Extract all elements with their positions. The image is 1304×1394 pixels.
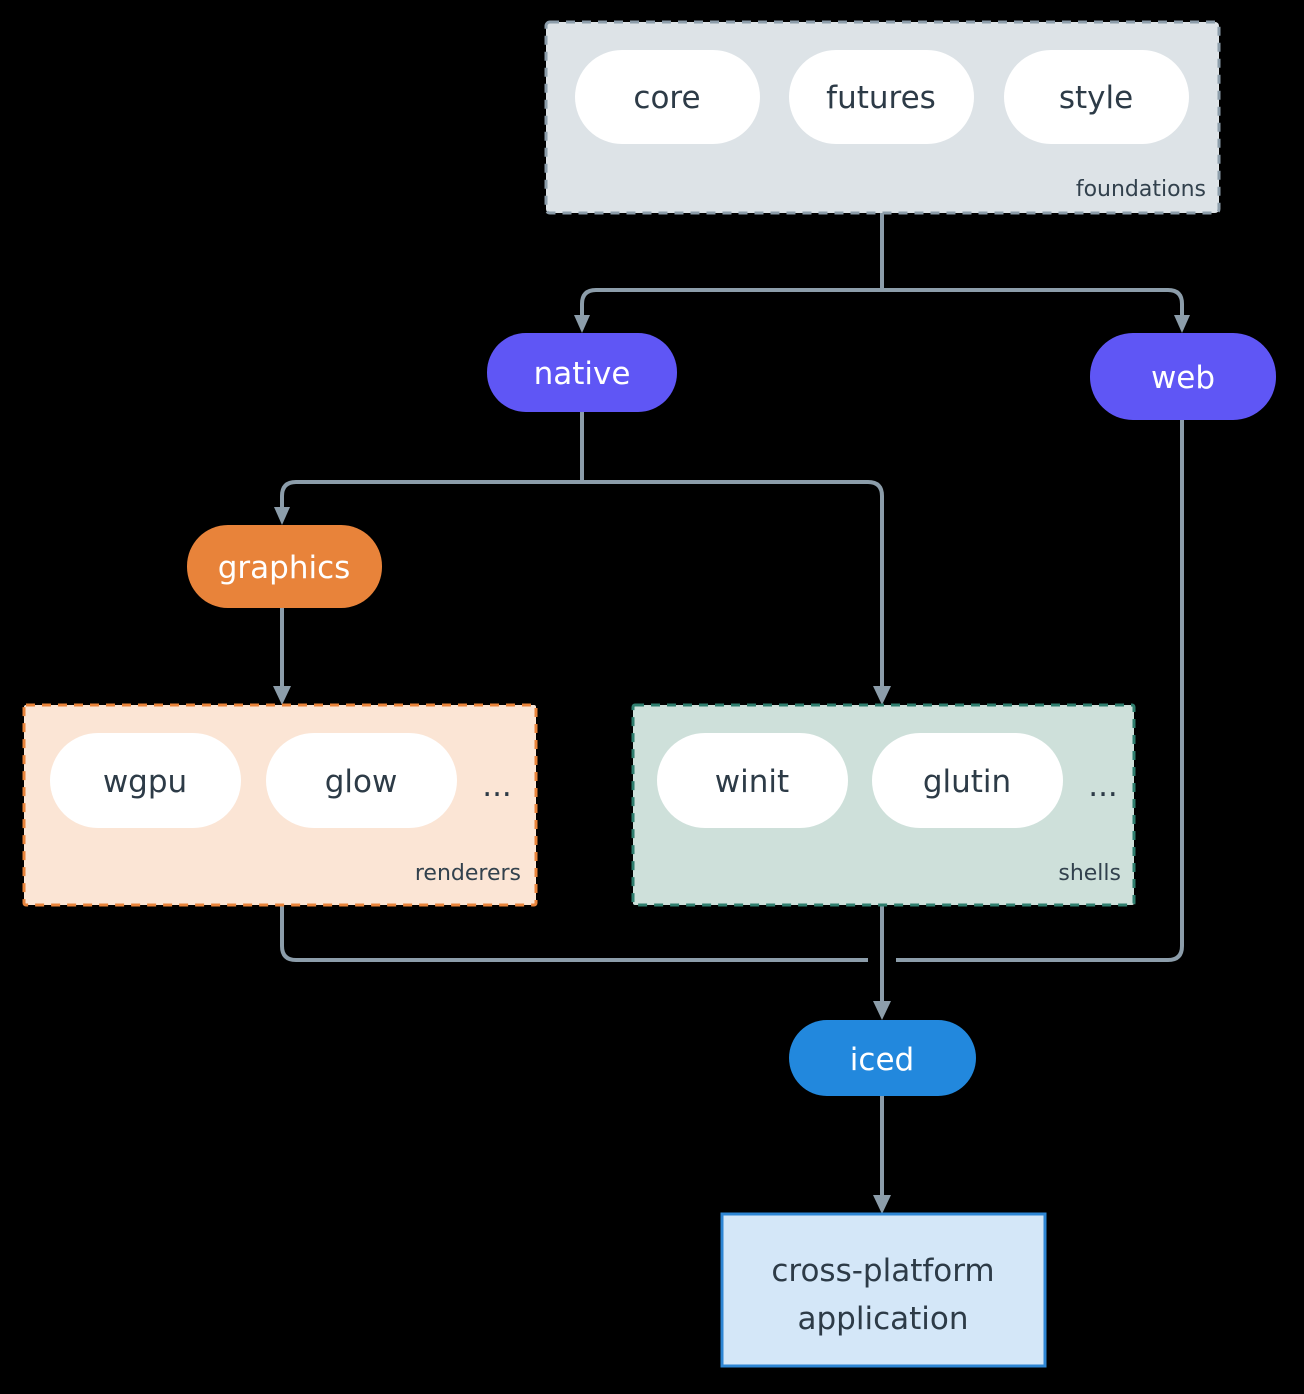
group-label-foundations: foundations (1076, 177, 1206, 202)
member-label-wgpu: wgpu (103, 764, 187, 800)
node-graphics[interactable]: graphics (187, 525, 382, 608)
arrowhead-iced (873, 1001, 891, 1020)
arrowhead-web (1174, 315, 1190, 333)
member-ellipsis-renderers: ... (482, 768, 512, 804)
group-label-renderers: renderers (415, 861, 521, 886)
node-native-shape[interactable] (487, 333, 677, 412)
node-label-graphics: graphics (218, 550, 351, 586)
node-label-native: native (534, 356, 631, 392)
member-pill-futures[interactable] (789, 50, 974, 144)
member-label-glutin: glutin (923, 764, 1011, 800)
member-ellipsis-shells: ... (1088, 768, 1118, 804)
arrowhead-graphics (274, 507, 290, 525)
application-box-shape[interactable] (720, 1212, 1047, 1368)
node-label-web: web (1151, 360, 1215, 396)
member-label-core: core (633, 80, 700, 116)
arrowhead-native (574, 315, 590, 333)
edge-web-to-merge (896, 420, 1184, 962)
member-pill-style[interactable] (1004, 50, 1189, 144)
member-pill-wgpu[interactable] (50, 733, 241, 828)
application-box-line1: cross-platform (771, 1253, 994, 1289)
arrowhead-shells (873, 686, 891, 705)
edge-native-to-shells (582, 480, 884, 692)
group-foundations: core futures style foundations (544, 20, 1221, 215)
member-label-winit: winit (715, 764, 789, 800)
edge-foundations-to-web (882, 288, 1184, 322)
edge-native-to-graphics (280, 480, 582, 514)
arrowhead-application (873, 1195, 891, 1214)
application-box-line2: application (798, 1301, 969, 1337)
node-native[interactable]: native (487, 333, 677, 412)
member-label-style: style (1059, 80, 1133, 116)
member-label-glow: glow (325, 764, 398, 800)
member-pill-winit[interactable] (657, 733, 848, 828)
edge-foundations-to-native (580, 288, 882, 322)
node-web[interactable]: web (1090, 333, 1276, 420)
arrowhead-renderers (273, 686, 291, 705)
node-label-iced: iced (850, 1042, 914, 1078)
member-pill-glutin[interactable] (872, 733, 1063, 828)
group-label-shells: shells (1058, 861, 1121, 886)
group-renderers: wgpu glow ... renderers (22, 703, 538, 907)
node-web-shape[interactable] (1090, 333, 1276, 420)
edge-layer (273, 213, 1190, 1214)
node-iced-shape[interactable] (789, 1020, 976, 1096)
node-cross-platform-application[interactable]: cross-platform application (720, 1212, 1047, 1368)
edge-renderers-to-merge (280, 905, 868, 962)
member-pill-core[interactable] (575, 50, 760, 144)
member-pill-glow[interactable] (266, 733, 457, 828)
member-label-futures: futures (826, 80, 936, 116)
node-graphics-shape[interactable] (187, 525, 382, 608)
group-shells: winit glutin ... shells (631, 703, 1136, 907)
node-iced[interactable]: iced (789, 1020, 976, 1096)
